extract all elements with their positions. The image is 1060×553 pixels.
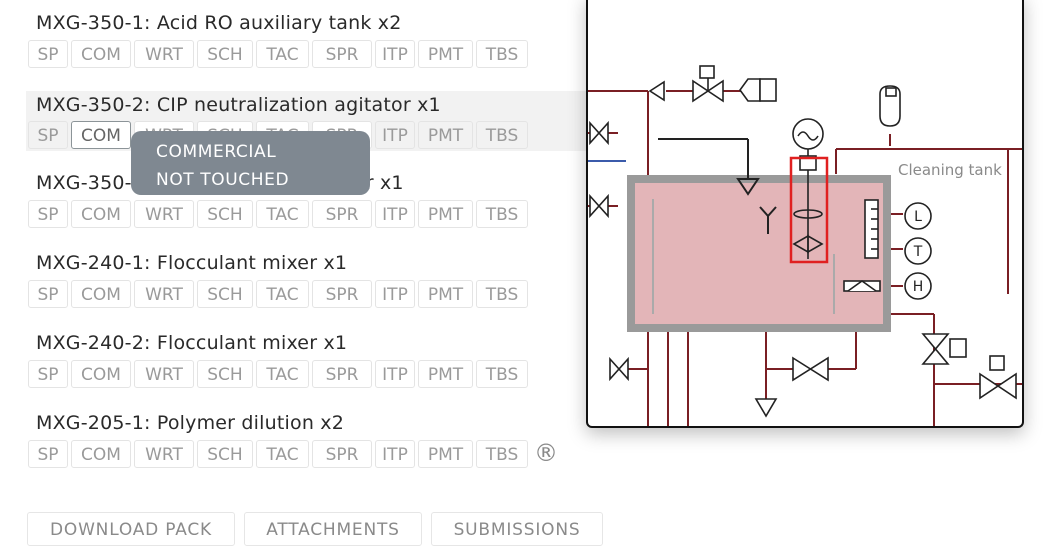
equipment-item: MXG-350-1: Acid RO auxiliary tank x2 SP … — [28, 0, 598, 68]
tag-tbs[interactable]: TBS — [476, 40, 528, 68]
tag-wrt[interactable]: WRT — [134, 280, 194, 308]
tag-pmt[interactable]: PMT — [418, 440, 473, 468]
tag-sch[interactable]: SCH — [197, 280, 253, 308]
equipment-title: MXG-350-2: CIP neutralization agitator x… — [36, 94, 441, 116]
tag-sp[interactable]: SP — [28, 40, 68, 68]
tag-sp[interactable]: SP — [28, 200, 68, 228]
tag-spr[interactable]: SPR — [312, 280, 372, 308]
tag-tac[interactable]: TAC — [256, 360, 309, 388]
attachments-button[interactable]: ATTACHMENTS — [244, 512, 422, 546]
valve-icons — [589, 65, 1017, 418]
tag-tac[interactable]: TAC — [256, 200, 309, 228]
equipment-item: MXG-240-1: Flocculant mixer x1 SP COM WR… — [28, 240, 598, 308]
tag-com[interactable]: COM — [71, 440, 131, 468]
tooltip-line-1: COMMERCIAL — [156, 142, 277, 162]
instrument-t-label: T — [913, 244, 923, 260]
tag-com[interactable]: COM — [71, 121, 131, 149]
tag-itp[interactable]: ITP — [375, 200, 415, 228]
tag-tac[interactable]: TAC — [256, 440, 309, 468]
equipment-title: MXG-240-2: Flocculant mixer x1 — [36, 332, 348, 354]
tag-pmt[interactable]: PMT — [418, 280, 473, 308]
tag-sp[interactable]: SP — [28, 440, 68, 468]
equipment-item: MXG-205-1: Polymer dilution x2 SP COM WR… — [28, 400, 598, 468]
instrument-l-label: L — [914, 209, 922, 225]
tag-com[interactable]: COM — [71, 360, 131, 388]
tag-spr[interactable]: SPR — [312, 360, 372, 388]
tag-tbs[interactable]: TBS — [476, 440, 528, 468]
tag-wrt[interactable]: WRT — [134, 40, 194, 68]
tag-itp[interactable]: ITP — [375, 440, 415, 468]
cleaning-tank-label: Cleaning tank — [898, 161, 1002, 179]
tag-pmt[interactable]: PMT — [418, 200, 473, 228]
tooltip: COMMERCIAL NOT TOUCHED — [131, 131, 370, 195]
tag-pmt[interactable]: PMT — [418, 121, 473, 149]
agitator — [789, 118, 829, 264]
instrument-h-label: H — [913, 279, 924, 295]
tag-tac[interactable]: TAC — [256, 280, 309, 308]
tag-wrt[interactable]: WRT — [134, 200, 194, 228]
tag-sch[interactable]: SCH — [197, 360, 253, 388]
tag-wrt[interactable]: WRT — [134, 440, 194, 468]
registered-icon[interactable]: ® — [534, 439, 558, 467]
tooltip-line-2: NOT TOUCHED — [156, 170, 290, 190]
tag-tac[interactable]: TAC — [256, 40, 309, 68]
equipment-title: MXG-240-1: Flocculant mixer x1 — [36, 252, 348, 274]
tag-sp[interactable]: SP — [28, 121, 68, 149]
level-gauge-icon — [864, 199, 879, 259]
equipment-item: MXG-240-2: Flocculant mixer x1 SP COM WR… — [28, 320, 598, 388]
tag-spr[interactable]: SPR — [312, 440, 372, 468]
tag-itp[interactable]: ITP — [375, 121, 415, 149]
tag-sp[interactable]: SP — [28, 360, 68, 388]
tag-pmt[interactable]: PMT — [418, 360, 473, 388]
tag-itp[interactable]: ITP — [375, 40, 415, 68]
tag-sch[interactable]: SCH — [197, 440, 253, 468]
tag-sp[interactable]: SP — [28, 280, 68, 308]
pid-diagram: L T H — [588, 65, 1022, 426]
tag-sch[interactable]: SCH — [197, 40, 253, 68]
equipment-title: MXG-205-1: Polymer dilution x2 — [36, 412, 345, 434]
cleaning-tank — [627, 175, 891, 332]
tag-wrt[interactable]: WRT — [134, 360, 194, 388]
tag-pmt[interactable]: PMT — [418, 40, 473, 68]
tag-tbs[interactable]: TBS — [476, 280, 528, 308]
tag-com[interactable]: COM — [71, 280, 131, 308]
tag-tbs[interactable]: TBS — [476, 360, 528, 388]
tag-itp[interactable]: ITP — [375, 280, 415, 308]
equipment-title: MXG-350-1: Acid RO auxiliary tank x2 — [36, 12, 402, 34]
tag-spr[interactable]: SPR — [312, 200, 372, 228]
tag-spr[interactable]: SPR — [312, 40, 372, 68]
download-pack-button[interactable]: DOWNLOAD PACK — [27, 512, 235, 546]
submissions-button[interactable]: SUBMISSIONS — [431, 512, 603, 546]
process-diagram-popup: L T H Cleaning tank — [586, 0, 1024, 428]
process-line-black — [658, 138, 777, 234]
tag-sch[interactable]: SCH — [197, 200, 253, 228]
instrument-icons — [843, 202, 932, 300]
tag-com[interactable]: COM — [71, 200, 131, 228]
tag-com[interactable]: COM — [71, 40, 131, 68]
tag-tbs[interactable]: TBS — [476, 121, 528, 149]
tag-itp[interactable]: ITP — [375, 360, 415, 388]
tag-tbs[interactable]: TBS — [476, 200, 528, 228]
